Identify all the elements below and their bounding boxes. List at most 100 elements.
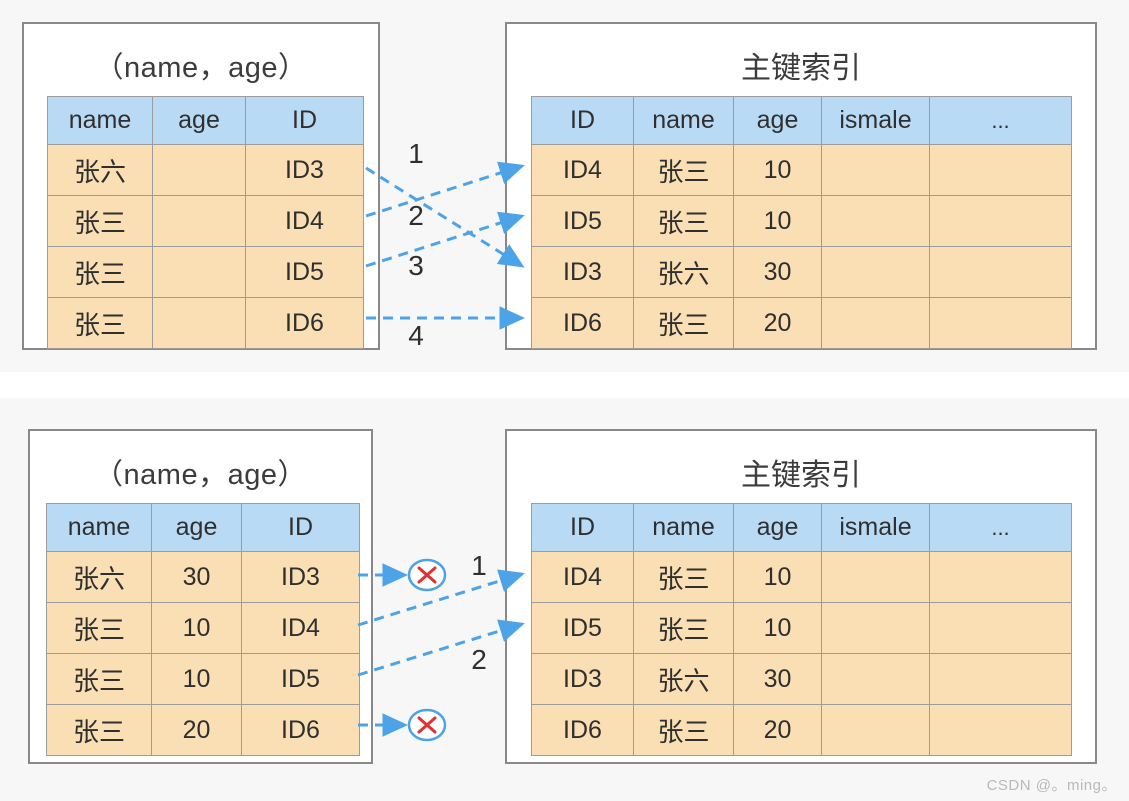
column-header-name: name (633, 503, 734, 552)
cell-id: ID6 (531, 297, 634, 349)
reject-marker-id6 (407, 708, 447, 742)
column-header-id: ID (531, 96, 634, 145)
table-header-row: name age ID (46, 503, 360, 552)
cell-id: ID3 (241, 551, 360, 603)
bottom-sequence-label-1: 1 (471, 550, 487, 581)
column-header-age: age (152, 96, 246, 145)
cell-id: ID4 (531, 551, 634, 603)
cell-id: ID4 (531, 144, 634, 196)
cell-age: 20 (733, 297, 822, 349)
cell-name: 张三 (46, 653, 152, 705)
cell-ismale (821, 246, 930, 298)
cell-id: ID5 (241, 653, 360, 705)
table-row: ID3 张六 30 (531, 246, 1072, 298)
cell-name: 张三 (46, 602, 152, 654)
top-sequence-label-2: 2 (408, 200, 424, 231)
cell-id: ID4 (245, 195, 364, 247)
column-header-ismale: ismale (821, 96, 930, 145)
cell-id: ID3 (531, 246, 634, 298)
table-row: 张三 ID6 (47, 297, 364, 349)
bottom-primary-index-table: ID name age ismale ... ID4 张三 10 (531, 503, 1072, 756)
cell-age (152, 297, 246, 349)
top-primary-index-table: ID name age ismale ... ID4 张三 10 (531, 96, 1072, 349)
column-header-age: age (151, 503, 242, 552)
table-row: ID3 张六 30 (531, 653, 1072, 705)
arrow-id5-to-id5 (357, 619, 525, 677)
column-header-age: age (733, 96, 822, 145)
top-primary-index-title: 主键索引 (741, 52, 861, 85)
cell-id: ID6 (531, 704, 634, 756)
table-row: ID4 张三 10 (531, 144, 1072, 196)
column-header-more: ... (929, 503, 1072, 552)
cell-ismale (821, 653, 930, 705)
cell-id: ID3 (245, 144, 364, 196)
cell-id: ID6 (245, 297, 364, 349)
top-secondary-index-panel: （name，age） name age ID 张六 ID3 (22, 22, 380, 350)
section-top: （name，age） name age ID 张六 ID3 (0, 0, 1129, 372)
cell-ismale (821, 195, 930, 247)
table-row: 张三 10 ID4 (46, 602, 360, 654)
cell-age (152, 195, 246, 247)
cell-id: ID6 (241, 704, 360, 756)
top-primary-index-panel: 主键索引 ID name age ismale ... ID4 张三 (505, 22, 1097, 350)
cell-name: 张六 (633, 246, 734, 298)
column-header-ismale: ismale (821, 503, 930, 552)
cell-age (152, 144, 246, 196)
cell-ismale (821, 704, 930, 756)
cell-name: 张三 (46, 704, 152, 756)
cell-age (152, 246, 246, 298)
cell-more (929, 602, 1072, 654)
cell-name: 张三 (47, 246, 153, 298)
cell-name: 张三 (633, 551, 734, 603)
cell-name: 张六 (46, 551, 152, 603)
table-header-row: name age ID (47, 96, 364, 145)
column-header-id: ID (531, 503, 634, 552)
table-row: ID6 张三 20 (531, 704, 1072, 756)
column-header-age: age (733, 503, 822, 552)
column-header-name: name (47, 96, 153, 145)
top-sequence-label-4: 4 (408, 320, 424, 351)
table-header-row: ID name age ismale ... (531, 96, 1072, 145)
table-row: 张三 ID5 (47, 246, 364, 298)
column-header-id: ID (241, 503, 360, 552)
cell-id: ID5 (531, 195, 634, 247)
table-header-row: ID name age ismale ... (531, 503, 1072, 552)
table-row: ID6 张三 20 (531, 297, 1072, 349)
top-secondary-index-table: name age ID 张六 ID3 张三 ID4 (47, 96, 364, 349)
bottom-primary-index-panel: 主键索引 ID name age ismale ... ID4 张三 (505, 429, 1097, 764)
cell-name: 张六 (633, 653, 734, 705)
cell-age: 10 (733, 195, 822, 247)
cell-more (929, 297, 1072, 349)
cell-name: 张三 (633, 704, 734, 756)
column-header-id: ID (245, 96, 364, 145)
bottom-secondary-index-title: （name，age） (94, 459, 307, 491)
cell-age: 30 (151, 551, 242, 603)
column-header-name: name (633, 96, 734, 145)
cell-age: 10 (733, 602, 822, 654)
cell-name: 张三 (633, 602, 734, 654)
table-row: ID5 张三 10 (531, 195, 1072, 247)
cell-ismale (821, 602, 930, 654)
reject-marker-id3 (407, 558, 447, 592)
cell-more (929, 653, 1072, 705)
column-header-name: name (46, 503, 152, 552)
cell-age: 20 (151, 704, 242, 756)
bottom-sequence-label-2: 2 (471, 644, 487, 675)
top-sequence-label-3: 3 (408, 250, 424, 281)
bottom-secondary-index-table: name age ID 张六 30 ID3 张三 10 ID4 (46, 503, 360, 756)
cell-more (929, 144, 1072, 196)
cell-age: 10 (151, 602, 242, 654)
cell-more (929, 246, 1072, 298)
cell-id: ID4 (241, 602, 360, 654)
bottom-secondary-index-panel: （name，age） name age ID 张六 30 ID3 (28, 429, 373, 764)
cell-ismale (821, 297, 930, 349)
cell-name: 张三 (47, 297, 153, 349)
cell-more (929, 704, 1072, 756)
cell-name: 张三 (633, 195, 734, 247)
cell-name: 张三 (47, 195, 153, 247)
cell-name: 张三 (633, 144, 734, 196)
table-row: 张六 ID3 (47, 144, 364, 196)
cell-age: 10 (733, 144, 822, 196)
arrow-id4-to-id4 (357, 569, 525, 627)
